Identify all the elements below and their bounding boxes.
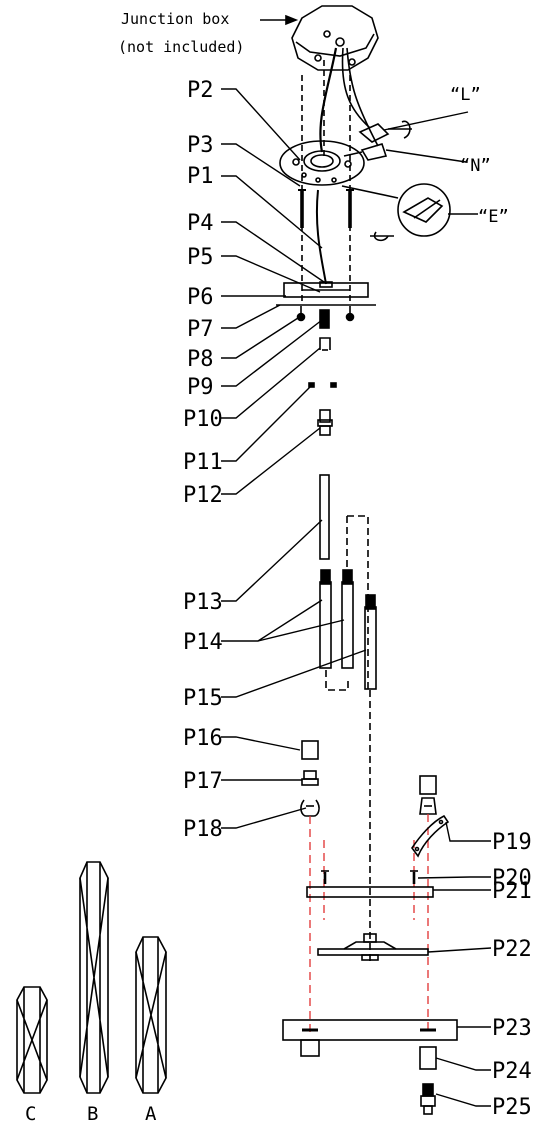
part-label-p24: P24 (492, 1059, 532, 1084)
part-label-p5: P5 (187, 245, 214, 270)
part-label-p10: P10 (183, 407, 223, 432)
crystal-c (16, 986, 48, 1094)
part-label-p2: P2 (187, 78, 214, 103)
mounting-screw-left (298, 189, 306, 228)
part-label-p3: P3 (187, 133, 214, 158)
wire-label-n: “N” (460, 156, 491, 176)
mounting-screw-right (346, 189, 354, 228)
rod-middle (341, 569, 354, 669)
u-bracket (319, 337, 331, 350)
part-label-p23: P23 (492, 1016, 532, 1041)
part-label-p21: P21 (492, 879, 532, 904)
part-label-p25: P25 (492, 1095, 532, 1120)
part-label-p17: P17 (183, 769, 223, 794)
bobeche-cup (301, 740, 319, 760)
crystal-a (135, 936, 167, 1094)
part-label-p9: P9 (187, 375, 214, 400)
small-screw-right (330, 382, 337, 388)
cap-nut-left (296, 312, 306, 322)
leader-lines (221, 88, 492, 1107)
part-label-p12: P12 (183, 483, 223, 508)
part-label-p18: P18 (183, 817, 223, 842)
wire-label-l: “L” (450, 85, 481, 105)
crystal-label-a: A (145, 1103, 157, 1125)
frame-screw-right (410, 870, 418, 884)
rod-left (319, 569, 332, 669)
part-label-p15: P15 (183, 686, 223, 711)
part-label-p19: P19 (492, 830, 532, 855)
small-screw-left (308, 382, 315, 388)
supply-cable (319, 47, 338, 153)
bottom-cup (419, 1046, 437, 1070)
arm-bracket (411, 814, 450, 858)
wire-nut-n (343, 143, 388, 161)
supply-wire-2 (346, 47, 379, 147)
frame-screw-left (321, 870, 329, 884)
junction-box (291, 5, 379, 71)
arrow-icon (285, 14, 299, 26)
junction-box-note: (not included) (118, 38, 244, 56)
wire-label-e: “E” (478, 207, 509, 227)
frame-foot-left (300, 1039, 320, 1057)
part-label-p20: P20 (492, 866, 532, 891)
power-cable (315, 189, 327, 285)
lower-frame (282, 1019, 458, 1041)
part-label-p22: P22 (492, 937, 532, 962)
socket-clip-right (419, 797, 437, 815)
cap-nut-right (345, 312, 355, 322)
junction-box-label: Junction box (121, 10, 229, 28)
part-label-p1: P1 (187, 164, 214, 189)
coupler (317, 409, 333, 436)
part-label-p6: P6 (187, 285, 214, 310)
cable-grommet (319, 281, 333, 288)
part-label-p8: P8 (187, 347, 214, 372)
part-label-p11: P11 (183, 450, 223, 475)
part-label-p16: P16 (183, 726, 223, 751)
socket-top (301, 770, 319, 786)
supply-wire (341, 47, 371, 129)
dashed-group-outline (347, 515, 369, 690)
hub-plate (317, 933, 429, 961)
part-label-p4: P4 (187, 211, 214, 236)
bottom-socket (420, 1083, 436, 1115)
bobeche-cup-right (419, 775, 437, 795)
red-guide-lines (309, 814, 429, 1035)
rod-long (364, 594, 377, 690)
threaded-nipple (319, 309, 330, 329)
crystal-label-b: B (87, 1103, 98, 1125)
canopy (283, 282, 369, 298)
rod-short (319, 474, 330, 560)
part-label-p14: P14 (183, 630, 223, 655)
mounting-plate (279, 140, 365, 186)
upper-frame (306, 886, 434, 898)
ground-detail (341, 183, 451, 242)
crystal-b (79, 861, 109, 1094)
crystal-label-c: C (25, 1103, 36, 1125)
part-label-p7: P7 (187, 317, 214, 342)
part-label-p13: P13 (183, 590, 223, 615)
